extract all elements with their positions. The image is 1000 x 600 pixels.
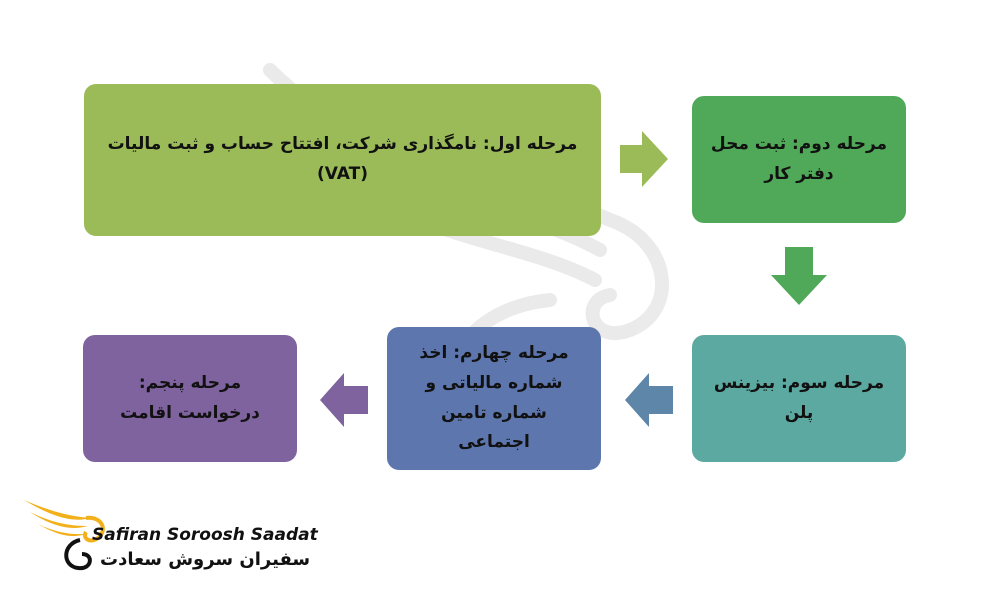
arrow-left-icon [320, 373, 368, 427]
logo-name-fa: سفیران سروش سعادت [100, 549, 311, 570]
step-5-text: مرحله پنجم: درخواست اقامت [120, 372, 260, 423]
arrow-down-icon [771, 247, 827, 305]
step-3-box: مرحله سوم: بیزینس پلن [692, 335, 906, 462]
step-3-text: مرحله سوم: بیزینس پلن [713, 372, 885, 423]
arrow-left-icon [625, 373, 673, 427]
step-4-text: مرحله چهارم: اخذ شماره مالیاتی و شماره ت… [419, 343, 569, 453]
logo-name-en: Safiran Soroosh Saadat [92, 525, 318, 545]
step-2-text: مرحله دوم: ثبت محل دفتر کار [710, 133, 888, 184]
step-1-box: مرحله اول: نامگذاری شرکت، افتتاح حساب و … [84, 84, 601, 236]
step-1-text: مرحله اول: نامگذاری شرکت، افتتاح حساب و … [107, 134, 578, 184]
step-4-box: مرحله چهارم: اخذ شماره مالیاتی و شماره ت… [387, 327, 601, 470]
step-2-box: مرحله دوم: ثبت محل دفتر کار [692, 96, 906, 223]
arrow-right-icon [620, 131, 668, 187]
bird-wing-logo-icon [24, 500, 105, 571]
step-5-box: مرحله پنجم: درخواست اقامت [83, 335, 297, 462]
company-logo: Safiran Soroosh Saadat سفیران سروش سعادت [22, 492, 318, 582]
